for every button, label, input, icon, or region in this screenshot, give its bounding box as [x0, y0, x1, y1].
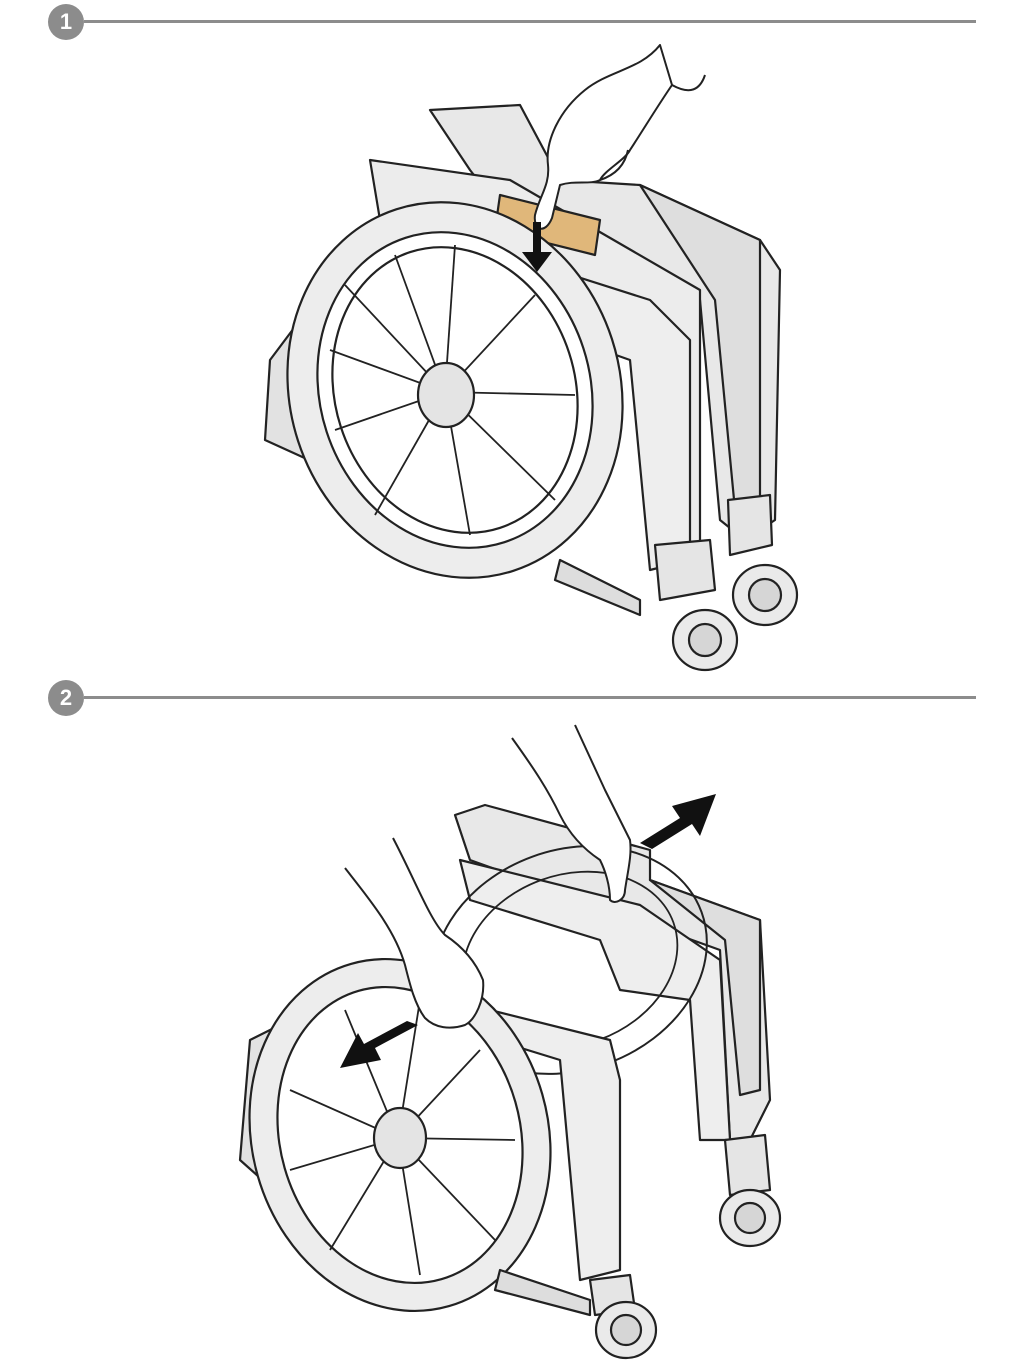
hand-icon: [511, 724, 632, 903]
step-2-header: 2: [0, 678, 1024, 718]
unfolding-wheelchair-drawing: [238, 724, 782, 1360]
step-number-badge: 2: [48, 680, 84, 716]
step-divider-rule: [84, 696, 976, 699]
folded-wheelchair-drawing: [263, 44, 799, 672]
hand-icon: [344, 837, 485, 1029]
step-2-illustration: [0, 720, 1024, 1365]
left-arrow-icon: [340, 1021, 418, 1068]
step-number-badge: 1: [48, 4, 84, 40]
step-divider-rule: [84, 20, 976, 23]
step-1-illustration: [0, 40, 1024, 680]
down-arrow-icon: [522, 222, 552, 272]
up-right-arrow-icon: [640, 794, 716, 849]
step-1-header: 1: [0, 2, 1024, 42]
